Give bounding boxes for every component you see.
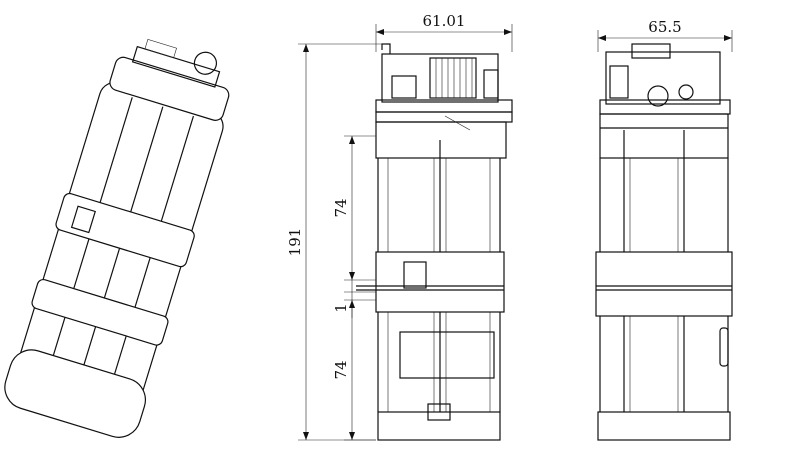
upper-cell-value: 74 <box>332 198 350 217</box>
front-label <box>399 331 495 379</box>
front-top-holder <box>375 121 507 159</box>
dimension-side-width: 65.5 <box>597 18 733 52</box>
iso-band-lower <box>31 278 169 346</box>
dimension-lower-cell: 74 <box>332 299 376 441</box>
dimension-total-height: 191 <box>286 43 386 441</box>
lower-cell-value: 74 <box>332 360 350 379</box>
side-width-value: 65.5 <box>648 18 681 36</box>
side-inductor <box>647 85 669 107</box>
iso-bottom-cap <box>4 349 146 438</box>
front-view <box>356 43 513 441</box>
front-middle-band <box>375 251 505 313</box>
gap-value: 1 <box>332 303 350 313</box>
front-pcb-components <box>381 53 499 103</box>
iso-band-middle <box>55 192 195 268</box>
front-heatsink <box>429 57 477 99</box>
iso-clip <box>70 205 96 234</box>
side-pcb-components <box>605 51 721 105</box>
dimension-upper-cell: 74 <box>332 135 376 281</box>
side-bottom-holder <box>597 411 731 441</box>
front-width-value: 61.01 <box>423 12 466 30</box>
side-connector <box>631 43 671 59</box>
iso-pcb <box>131 45 221 88</box>
total-height-value: 191 <box>286 228 304 257</box>
side-pcb-board <box>599 99 731 115</box>
dimension-front-width: 61.01 <box>375 12 513 52</box>
isometric-view <box>4 39 230 438</box>
front-clip <box>403 261 427 289</box>
iso-connector <box>193 51 218 75</box>
front-bottom-holder <box>377 411 501 441</box>
side-view <box>595 43 733 441</box>
side-top-holder <box>599 113 729 159</box>
iso-top-holder <box>109 56 230 121</box>
side-middle-band <box>595 251 733 317</box>
